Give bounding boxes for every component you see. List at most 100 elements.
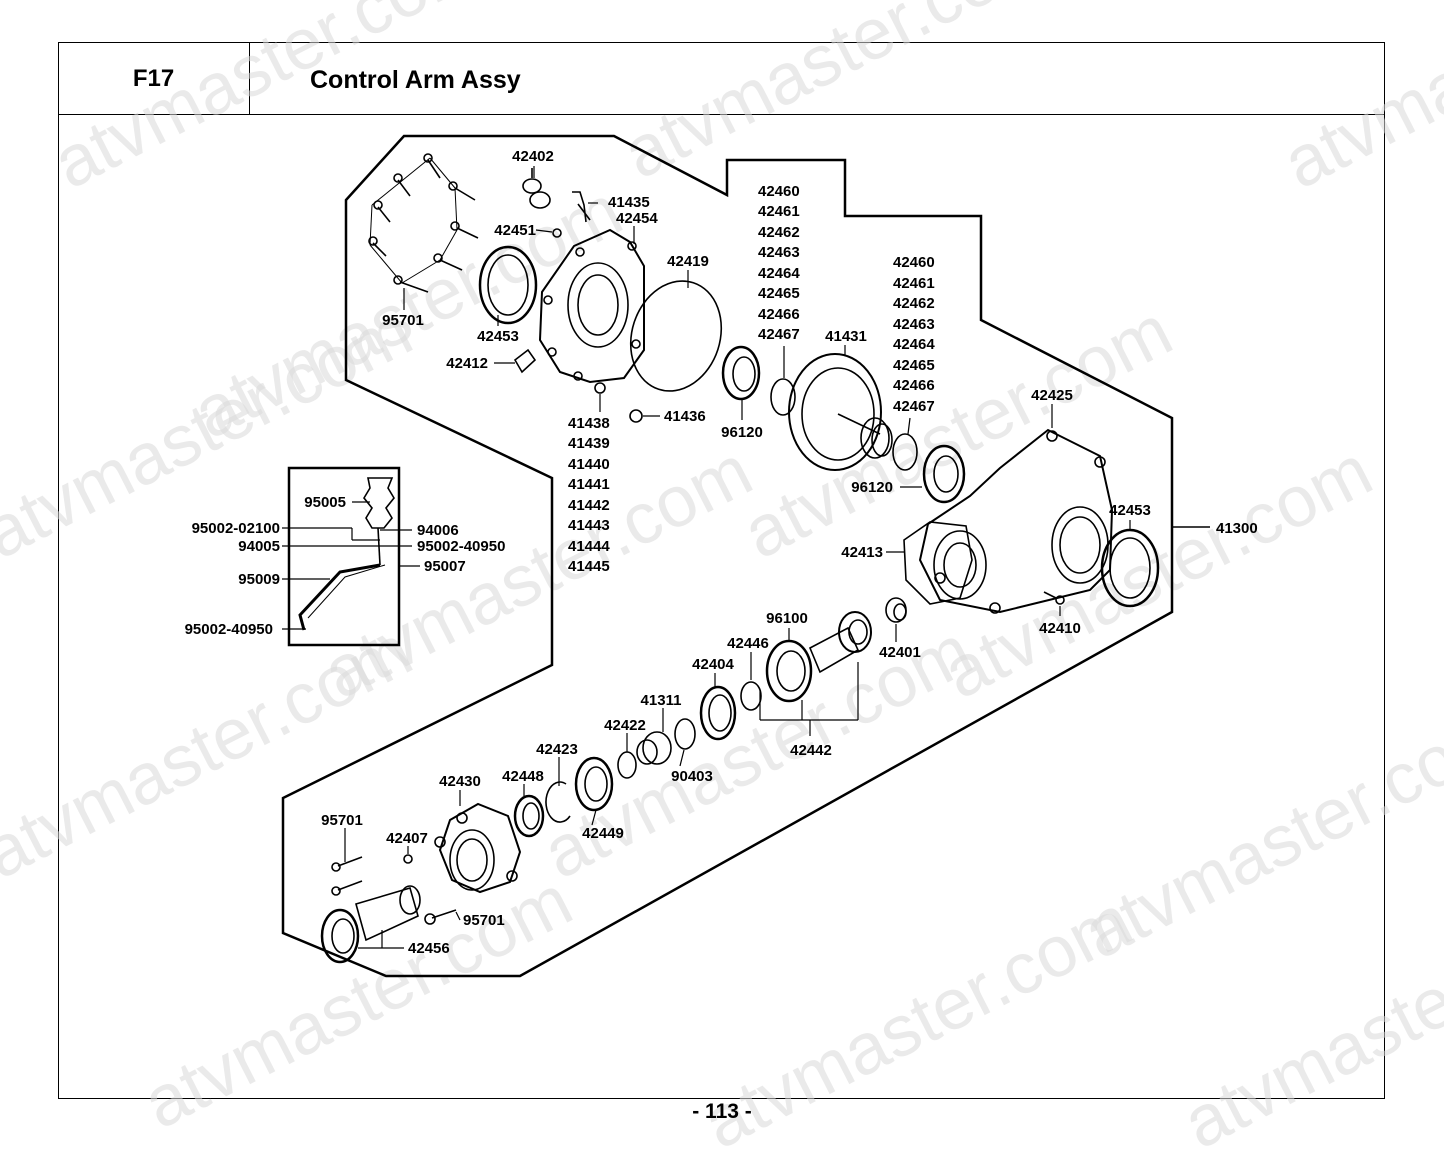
leader-line [907,417,911,435]
callout: 94005 [238,538,280,555]
stack-item: 42464 [893,336,935,353]
callout: 95701 [321,812,363,829]
callout: 95002-40950 [185,621,273,638]
callout: 42402 [512,148,554,165]
oil-seal [513,794,545,838]
o-ring [629,280,723,392]
spacer [740,681,762,711]
oil-seal [478,245,538,325]
shim-ring [892,433,918,471]
snap-ring [674,718,696,750]
callout: 41436 [664,408,706,425]
screw [1043,591,1065,605]
stack-item: 42462 [758,224,800,241]
housing-cover [538,228,645,384]
stack-item: 42464 [758,265,800,282]
bolt-set [368,153,479,293]
callout: 42451 [494,222,536,239]
bearing [922,444,966,504]
callout: 41311 [641,692,682,709]
breather-plug [522,168,551,209]
shim-ring [770,378,796,416]
callout: 42423 [536,741,578,758]
stack-item: 41443 [568,517,610,534]
bushing [885,597,907,623]
ring-gear [788,353,893,471]
stack-item: 42461 [893,275,935,292]
callout: 42456 [408,940,450,957]
stack-item: 42467 [893,398,935,415]
callout: 42413 [841,544,883,561]
page-title: Control Arm Assy [310,65,521,94]
callout: 42404 [692,656,734,673]
callout: 94006 [417,522,459,539]
stack-item: 41442 [568,497,610,514]
assembly-number: 41300 [1216,520,1258,537]
gasket [903,521,973,605]
section-code: F17 [58,42,250,115]
callout: 42425 [1031,387,1073,404]
stack-item: 42463 [758,244,800,261]
stack-item: 42466 [758,306,800,323]
stack-item: 42467 [758,326,800,343]
callout: 41431 [825,328,867,345]
bearing-housing [434,802,522,894]
callout: 95002-40950 [417,538,505,555]
bearing [721,345,761,401]
callout: 42419 [667,253,709,270]
stack-item: 41441 [568,476,610,493]
bolt-set [331,856,363,896]
header-divider [58,114,1385,115]
stack-item: 41440 [568,456,610,473]
callout: 95701 [382,312,424,329]
circlip [545,781,571,823]
callout: 96120 [721,424,763,441]
callout-labels: 42402 41435 42454 42451 42419 95701 4245… [185,148,1258,957]
dowel-pin [403,854,413,864]
callout: 95002-02100 [192,520,280,537]
output-flange [320,885,421,964]
callout: 42449 [582,825,624,842]
drain-plug [629,409,643,423]
stack-item: 41445 [568,558,610,575]
callout: 95007 [424,558,466,575]
callout: 95005 [304,494,346,511]
callout: 42422 [604,717,646,734]
page-number: - 113 - [692,1100,752,1123]
watermark: atvmaster.com [0,610,424,894]
stack-item: 42460 [893,254,935,271]
callout: 42446 [727,635,769,652]
callout: 41435 [608,194,650,211]
stack-item: 42461 [758,203,800,220]
hose-fitting [572,191,591,223]
watermark: atvmaster.com [611,0,1064,194]
callout: 42448 [502,768,544,785]
stack-item: 42465 [758,285,800,302]
collar [636,731,672,765]
callout: 42442 [790,742,832,759]
leader-lines [282,166,1131,949]
label-stack-c: 41438 41439 41440 41441 41442 41443 4144… [568,415,610,575]
label-stack-a: 42460 42461 42462 42463 42464 42465 4246… [758,183,800,343]
callout: 90403 [671,768,713,785]
stack-item: 41439 [568,435,610,452]
callout: 95701 [463,912,505,929]
tab-plate [513,348,537,374]
stack-item: 41438 [568,415,610,432]
watermark: atvmaster.com [1271,0,1444,204]
stack-item: 42465 [893,357,935,374]
callout: 42453 [477,328,519,345]
hose-inset-box [287,466,401,647]
stack-item: 41444 [568,538,610,555]
callout: 96120 [851,479,893,496]
watermark: atvmaster.com [41,0,494,204]
stack-item: 42462 [893,295,935,312]
callout: 42430 [439,773,481,790]
callout: 42410 [1039,620,1081,637]
shim [594,382,606,394]
bearing [574,756,614,812]
needle-bearing [699,685,737,741]
callout: 42412 [446,355,488,372]
assembly-outline [281,134,1174,978]
